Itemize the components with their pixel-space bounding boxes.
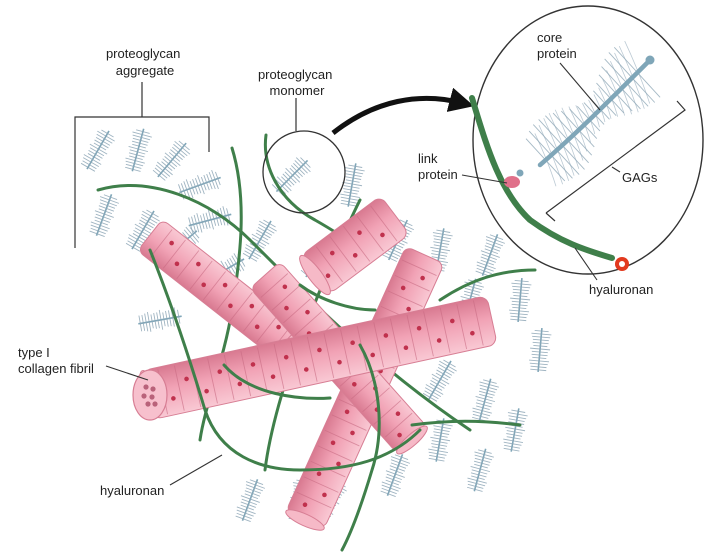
proteoglycan-monomer <box>466 448 494 492</box>
hyaluronan-inset-label: hyaluronan <box>589 282 653 297</box>
red-target-marker-icon <box>615 257 629 271</box>
proteoglycan-monomer <box>242 219 277 262</box>
proteoglycan-monomer <box>471 378 499 422</box>
proteoglycan-monomer <box>509 278 532 322</box>
link-protein-shape <box>504 176 520 188</box>
inset-core-protein <box>516 55 655 177</box>
hyaluronan-chain <box>340 343 381 552</box>
core-protein-label: core protein <box>537 30 577 61</box>
gags-bracket <box>545 100 686 222</box>
type-i-collagen-label: type I collagen fibril <box>18 345 94 376</box>
collagen-fibrils <box>132 198 497 531</box>
proteoglycan-monomer <box>89 194 120 237</box>
hyaluronan-chain <box>438 268 537 302</box>
core-protein-leader <box>559 62 601 111</box>
hyaluronan-main-leader <box>169 454 223 486</box>
inset-hyaluronan <box>469 95 615 261</box>
collagen-fibril <box>299 198 407 296</box>
proteoglycan-monomer-circle <box>262 130 346 214</box>
proteoglycan-monomer <box>340 163 365 207</box>
hyaluronan-chain <box>298 283 377 312</box>
hyaluronan-inset-leader <box>574 247 598 281</box>
proteoglycan-monomer <box>271 157 311 197</box>
hyaluronan-main-label: hyaluronan <box>100 483 164 498</box>
collagen-fibril <box>138 296 497 420</box>
proteoglycan-monomer <box>152 140 191 181</box>
hyaluronan-chain <box>410 419 522 427</box>
link-protein-label: link protein <box>418 151 458 182</box>
hyaluronan-chains-front <box>148 248 537 552</box>
proteoglycan-monomer <box>475 234 506 277</box>
hyaluronan-chain <box>222 363 332 400</box>
proteoglycan-monomer <box>235 479 266 522</box>
proteoglycan-monomer <box>80 129 115 172</box>
proteoglycan-monomer-label: proteoglycan monomer <box>258 67 336 98</box>
proteoglycan-monomer <box>380 454 411 497</box>
proteoglycan-aggregate-bracket <box>74 82 210 248</box>
link-protein-leader <box>461 174 508 184</box>
proteoglycan-monomer <box>503 408 528 452</box>
collagen-leader <box>105 365 149 381</box>
proteoglycan-monomer <box>422 359 457 402</box>
proteoglycan-aggregate-label: proteoglycan aggregate <box>106 46 184 78</box>
proteoglycan-monomer <box>529 328 552 372</box>
curved-arrow-icon <box>331 87 475 135</box>
hyaluronan-chain <box>148 248 422 472</box>
proteoglycan-monomer <box>124 128 152 172</box>
gags-label: GAGs <box>622 170 658 185</box>
collagen-fibril-end <box>132 369 168 421</box>
gags-leader <box>611 166 621 173</box>
